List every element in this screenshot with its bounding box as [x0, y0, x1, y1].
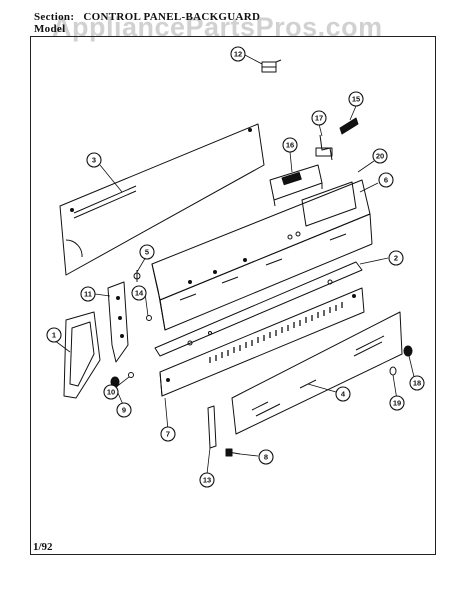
callout-9: 9	[116, 402, 132, 418]
callout-label-17: 17	[315, 114, 323, 123]
section-label: Section:	[34, 11, 75, 23]
callout-11: 11	[80, 286, 96, 302]
part-18-knob	[403, 345, 413, 357]
callout-10: 10	[103, 384, 119, 400]
callout-label-18: 18	[413, 379, 421, 388]
callout-label-5: 5	[145, 248, 149, 257]
callout-label-15: 15	[352, 95, 360, 104]
callout-8: 8	[258, 449, 274, 465]
part-8-screw	[225, 448, 241, 457]
callout-label-6: 6	[384, 176, 388, 185]
callout-16: 16	[282, 137, 298, 153]
part-1-end-cap	[63, 311, 101, 399]
callout-label-20: 20	[376, 152, 384, 161]
part-6-control-housing	[151, 179, 373, 331]
part-17-bracket	[315, 134, 333, 161]
callout-2: 2	[388, 250, 404, 266]
part-13-strip	[207, 405, 217, 449]
callout-7: 7	[160, 426, 176, 442]
callout-4: 4	[335, 386, 351, 402]
part-14-screw	[146, 315, 152, 321]
callout-label-9: 9	[122, 406, 126, 415]
callout-13: 13	[199, 472, 215, 488]
callout-5: 5	[139, 244, 155, 260]
callout-label-10: 10	[107, 388, 115, 397]
callout-label-19: 19	[393, 399, 401, 408]
callout-3: 3	[86, 152, 102, 168]
callout-20: 20	[372, 148, 388, 164]
section-header: Section: CONTROL PANEL-BACKGUARD	[34, 11, 260, 23]
part-16-clock	[269, 164, 323, 207]
model-label: Model	[34, 23, 66, 35]
callout-label-16: 16	[286, 141, 294, 150]
part-19-knob-insert	[389, 366, 397, 376]
callout-label-1: 1	[52, 331, 56, 340]
part-10-knob-insert	[128, 372, 134, 378]
callout-label-13: 13	[203, 476, 211, 485]
callout-label-2: 2	[394, 254, 398, 263]
callout-19: 19	[389, 395, 405, 411]
part-7-front-panel	[159, 287, 365, 397]
callout-label-12: 12	[234, 50, 242, 59]
callout-1: 1	[46, 327, 62, 343]
callout-15: 15	[348, 91, 364, 107]
part-4-glass-panel	[231, 311, 403, 435]
callout-12: 12	[230, 46, 246, 62]
callout-6: 6	[378, 172, 394, 188]
revision-date: 1/92	[33, 541, 53, 553]
callout-label-14: 14	[135, 289, 144, 298]
callout-14: 14	[131, 285, 147, 301]
watermark: AppliancePartsPros.com	[52, 12, 383, 42]
leader-lines	[53, 54, 416, 475]
callout-label-3: 3	[92, 156, 96, 165]
section-title: CONTROL PANEL-BACKGUARD	[83, 11, 261, 23]
callout-17: 17	[311, 110, 327, 126]
part-12-clip	[261, 59, 282, 73]
callout-label-11: 11	[84, 290, 92, 299]
callout-label-7: 7	[166, 430, 170, 439]
diagram-frame	[30, 36, 436, 555]
part-2-trim-strip	[154, 261, 363, 357]
part-11-bracket	[107, 281, 129, 363]
callout-18: 18	[409, 375, 425, 391]
part-3-rear-panel	[59, 123, 265, 276]
part-15-spring	[339, 117, 359, 135]
callout-label-8: 8	[264, 453, 268, 462]
callout-label-4: 4	[341, 390, 346, 399]
